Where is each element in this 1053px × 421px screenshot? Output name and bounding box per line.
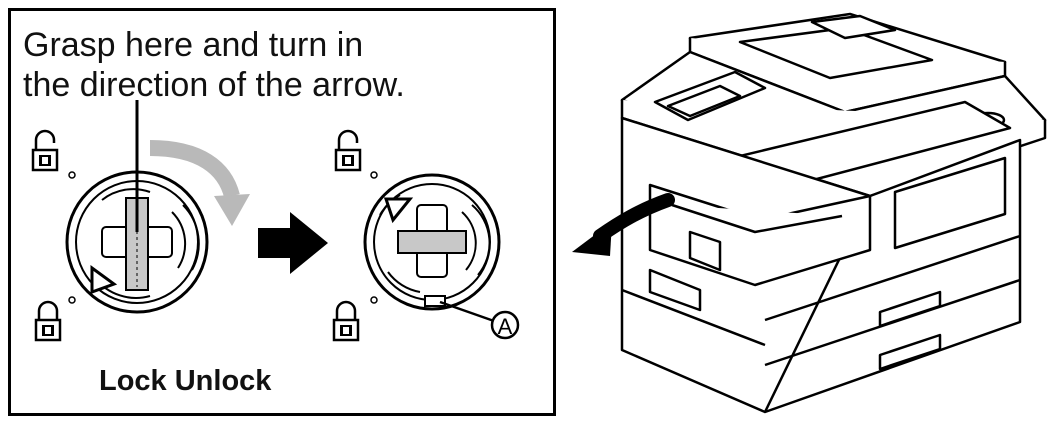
- lock-icon-right: [332, 296, 378, 342]
- callout-a: A: [490, 310, 520, 340]
- unlock-icon-right: [334, 129, 378, 179]
- instruction-text: Grasp here and turn in the direction of …: [23, 25, 405, 105]
- open-direction-arrow-icon: [572, 193, 675, 256]
- lock-unlock-caption: Lock Unlock: [99, 365, 272, 397]
- lock-icon-left: [34, 296, 76, 342]
- copier-machine: [620, 12, 1047, 414]
- instruction-line-1: Grasp here and turn in: [23, 26, 364, 64]
- rotation-arrow-icon: [149, 140, 250, 226]
- right-arrow-icon: [258, 212, 328, 274]
- dial-locked: [363, 173, 501, 311]
- callout-leader-line: [439, 300, 495, 323]
- instruction-line-2: the direction of the arrow.: [23, 66, 405, 104]
- callout-letter: A: [498, 314, 513, 339]
- unlock-icon-left: [31, 129, 76, 179]
- dial-unlocked: [65, 170, 209, 314]
